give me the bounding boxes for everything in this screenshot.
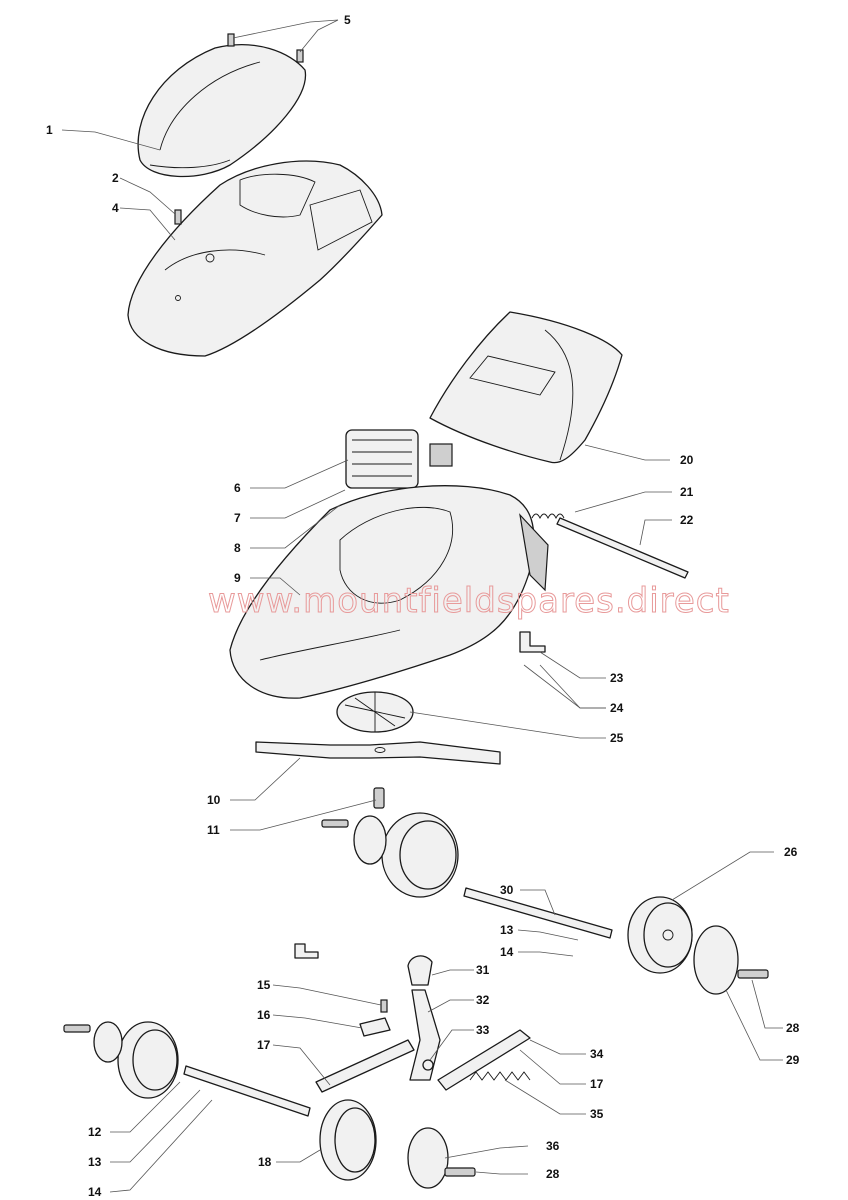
blade-part[interactable] [255,741,501,765]
callout-34: 34 [590,1047,604,1061]
callout-20: 20 [680,453,694,467]
front-left-wheel-part[interactable] [117,1021,179,1099]
top-cover-part[interactable] [137,44,307,178]
watermark-text: www.mountfieldspares.direct [208,581,730,621]
callout-30: 30 [500,883,514,897]
callout-7: 7 [234,511,241,525]
spring-21-part[interactable] [531,513,565,520]
callout-6: 6 [234,481,241,495]
fan-part[interactable] [336,691,414,733]
callout-26: 26 [784,845,798,859]
adjuster-lever-32-part[interactable] [409,989,441,1081]
rear-left-hub-part[interactable] [353,815,387,865]
callout-33: 33 [476,1023,490,1037]
callout-23: 23 [610,671,624,685]
leader-lines [61,19,783,1193]
callout-31: 31 [476,963,490,977]
callout-8: 8 [234,541,241,555]
axle-bolt-28-right-part[interactable] [737,969,769,979]
bracket-23-part[interactable] [519,631,546,653]
callout-1: 1 [46,123,53,137]
callout-11: 11 [207,823,220,837]
front-right-wheel-part[interactable] [319,1099,377,1181]
callout-29: 29 [786,1053,800,1067]
callout-35: 35 [590,1107,604,1121]
spring-35-part[interactable] [469,1071,531,1081]
link-17-right-part[interactable] [437,1029,531,1091]
callout-2: 2 [112,171,119,185]
callout-17-right: 17 [590,1077,604,1091]
adjuster-knob-31-part[interactable] [407,955,433,986]
callout-32: 32 [476,993,490,1007]
callout-25: 25 [610,731,624,745]
front-left-axle-bolt-part[interactable] [63,1024,91,1033]
callout-16: 16 [257,1008,271,1022]
callout-5: 5 [344,13,351,27]
axle-30-part[interactable] [463,887,613,939]
front-left-hub-part[interactable] [93,1021,123,1063]
callout-13-rear: 13 [500,923,514,937]
rod-22-part[interactable] [556,517,689,579]
rear-left-axle-bolt-part[interactable] [321,819,349,828]
grass-box-lid-part[interactable] [429,311,623,464]
clip-16-part[interactable] [359,1017,391,1037]
callout-28-right: 28 [786,1021,800,1035]
front-axle-part[interactable] [183,1065,311,1117]
callout-14-front: 14 [88,1185,102,1199]
screw-2-part[interactable] [174,209,182,225]
wheel-cap-29-part[interactable] [693,925,739,995]
callout-9: 9 [234,571,241,585]
screw-15-part[interactable] [380,999,388,1013]
callout-13-front: 13 [88,1155,102,1169]
callout-36: 36 [546,1139,560,1153]
mower-deck-part[interactable] [229,485,549,699]
link-17-left-part[interactable] [315,1039,415,1093]
callout-12: 12 [88,1125,102,1139]
bracket-front-part[interactable] [294,943,319,959]
callout-15: 15 [257,978,271,992]
callout-4: 4 [112,201,119,215]
washer-33-part[interactable] [422,1059,434,1071]
callout-18: 18 [258,1155,272,1169]
callout-22: 22 [680,513,694,527]
screw-5-right-part[interactable] [296,49,304,63]
wheel-cap-36-part[interactable] [407,1127,449,1189]
callout-14-rear: 14 [500,945,514,959]
blade-bolt-part[interactable] [373,787,385,809]
callout-28-bottom: 28 [546,1167,560,1181]
axle-bolt-28-bottom-part[interactable] [444,1167,476,1177]
callout-24: 24 [610,701,624,715]
callout-10: 10 [207,793,221,807]
rear-left-wheel-part[interactable] [381,812,459,898]
rear-right-wheel-part[interactable] [627,896,693,974]
motor-part[interactable] [345,429,453,489]
callout-21: 21 [680,485,694,499]
screw-5-left-part[interactable] [227,33,235,47]
upper-housing-part[interactable] [127,160,383,357]
callout-17-left: 17 [257,1038,271,1052]
